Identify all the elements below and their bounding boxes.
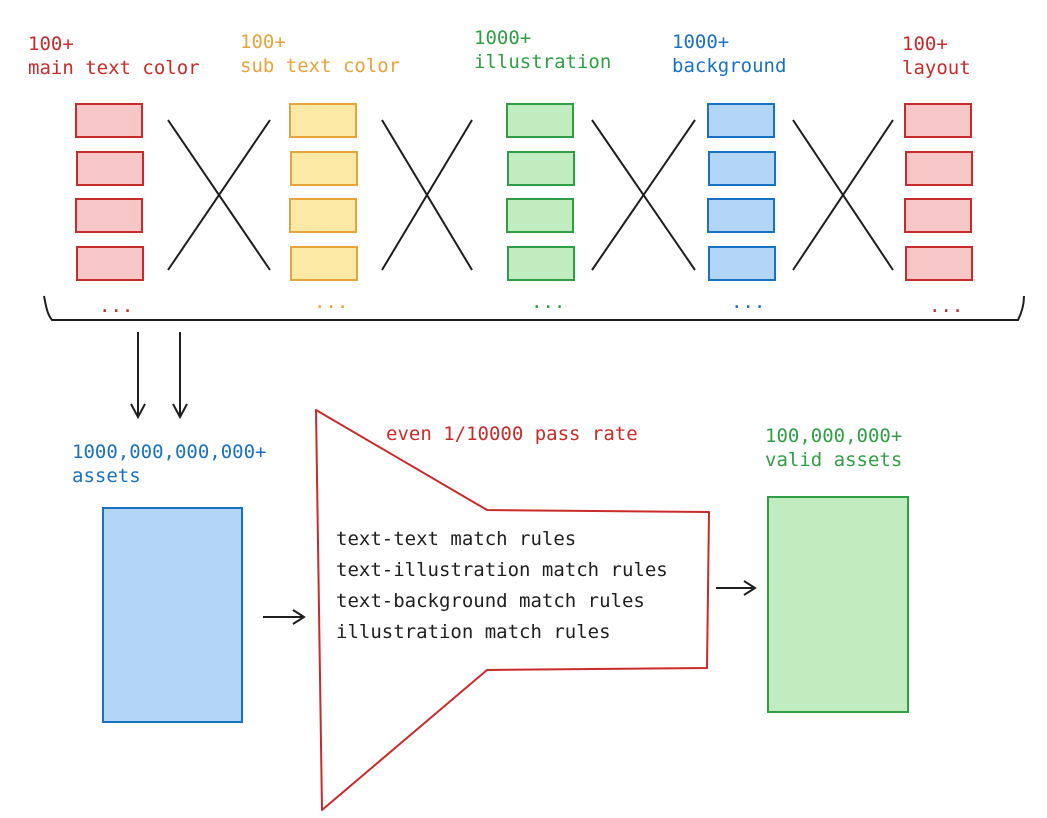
assets-name: assets: [72, 465, 141, 487]
category-name: main text color: [28, 57, 200, 79]
arrow-to-filter: [263, 609, 306, 625]
rule-item: text-background match rules: [336, 590, 645, 612]
category-label-illustration: 1000+ illustration: [474, 26, 611, 74]
cross-connector: [792, 119, 894, 271]
category-count: 1000+: [474, 27, 532, 49]
category-name: background: [672, 55, 787, 77]
pass-rate-label: even 1/10000 pass rate: [386, 423, 638, 445]
category-count: 100+: [28, 33, 74, 55]
swatch-rect: [289, 198, 357, 233]
category-name: layout: [902, 57, 971, 79]
category-label-sub-text-color: 100+ sub text color: [240, 30, 400, 78]
cross-connector: [591, 119, 696, 271]
swatch-rect: [708, 246, 776, 281]
swatch-rect: [290, 151, 358, 186]
category-count: 1000+: [672, 31, 730, 53]
category-count: 100+: [902, 33, 948, 55]
swatch-rect: [289, 103, 357, 138]
match-rules-list: text-text match rules text-illustration …: [336, 524, 668, 648]
valid-assets-name: valid assets: [765, 449, 903, 471]
swatch-rect: [507, 151, 575, 186]
combining-brace: [43, 295, 1025, 321]
swatch-rect: [75, 103, 143, 138]
swatch-rect: [506, 103, 574, 138]
swatch-rect: [506, 198, 574, 233]
cross-connector: [381, 119, 473, 271]
arrow-to-valid: [716, 580, 757, 596]
category-count: 100+: [240, 31, 286, 53]
swatch-rect: [905, 246, 973, 281]
cross-connectors: [167, 119, 894, 271]
valid-assets-box: [767, 496, 909, 713]
assets-box: [102, 507, 243, 723]
swatch-rect: [75, 198, 143, 233]
swatch-columns: [75, 103, 973, 281]
down-arrow-right: [172, 332, 188, 420]
ellipsis-sub-text-color: ...: [314, 291, 349, 313]
category-name: illustration: [474, 51, 612, 73]
swatch-rect: [904, 198, 972, 233]
ellipsis-main-text-color: ...: [99, 295, 134, 317]
swatch-rect: [507, 246, 575, 281]
ellipsis-background: ...: [731, 291, 766, 313]
valid-assets-count: 100,000,000+: [765, 425, 903, 447]
swatch-rect: [290, 246, 358, 281]
category-label-layout: 100+ layout: [902, 32, 971, 80]
ellipsis-illustration: ...: [531, 291, 566, 313]
category-label-background: 1000+ background: [672, 30, 786, 78]
down-arrows: [130, 332, 188, 420]
swatch-rect: [905, 151, 973, 186]
rule-item: text-text match rules: [336, 528, 577, 550]
assets-label: 1000,000,000,000+ assets: [72, 440, 266, 488]
rule-item: illustration match rules: [336, 621, 611, 643]
cross-connector: [167, 119, 271, 271]
rule-item: text-illustration match rules: [336, 559, 668, 581]
swatch-rect: [76, 246, 144, 281]
ellipsis-layout: ...: [929, 295, 964, 317]
swatch-rect: [708, 151, 776, 186]
swatch-rect: [76, 151, 144, 186]
category-name: sub text color: [240, 55, 401, 77]
filter-funnel: [315, 409, 710, 811]
category-label-main-text-color: 100+ main text color: [28, 32, 200, 80]
down-arrow-left: [130, 332, 146, 420]
swatch-rect: [707, 198, 775, 233]
swatch-rect: [904, 103, 972, 138]
swatch-rect: [707, 103, 775, 138]
valid-assets-label: 100,000,000+ valid assets: [765, 424, 902, 472]
assets-count: 1000,000,000,000+: [72, 441, 267, 463]
